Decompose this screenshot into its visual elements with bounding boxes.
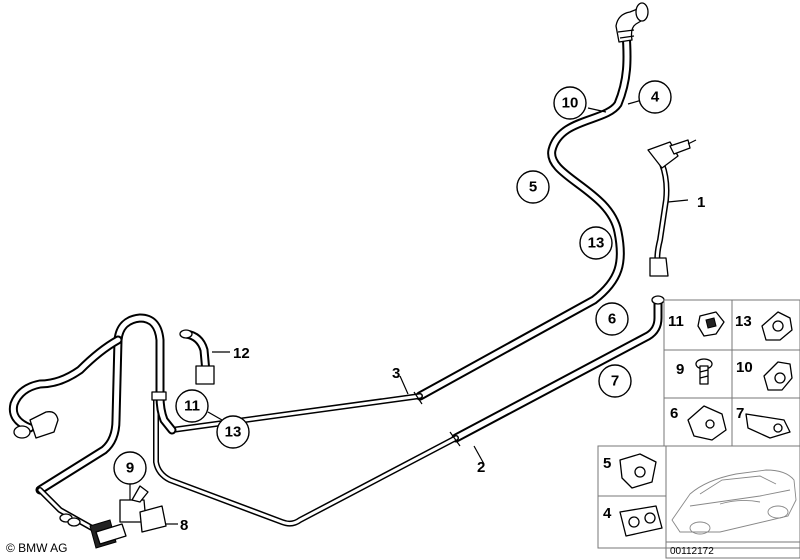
callout-10-text: 10: [562, 95, 579, 112]
small-parts-grid: 11 13 9 10 6 7: [597, 299, 800, 549]
callout-5-text: 5: [529, 179, 537, 196]
hose-upper-10-5-13-6: [415, 27, 632, 401]
label-8: 8: [180, 517, 188, 534]
callout-7-text: 7: [611, 373, 619, 390]
hose-far-left: [8, 335, 123, 439]
hose-7-tube-2: [153, 295, 665, 527]
label-1: 1: [697, 194, 705, 211]
callout-9: 9: [113, 451, 147, 485]
part-12-hose: [179, 329, 230, 385]
grid-label-13: 13: [735, 313, 752, 330]
callout-4-text: 4: [651, 89, 660, 106]
grid-label-6: 6: [670, 405, 678, 422]
callout-6-text: 6: [608, 311, 616, 328]
callout-10: 10: [553, 86, 587, 120]
callout-7: 7: [598, 364, 632, 398]
callout-13-upper: 13: [579, 226, 613, 260]
part-8-connector: [89, 485, 178, 549]
top-elbow-connector: [615, 2, 649, 43]
grid-part-10-clip: [763, 361, 793, 391]
grid-label-11: 11: [668, 313, 684, 330]
doc-id-frame: [665, 541, 800, 559]
label-2: 2: [477, 459, 485, 476]
callout-11: 11: [175, 389, 209, 423]
grid-part-11-clip: [697, 311, 725, 337]
grid-part-7-bracket: [745, 413, 791, 439]
part-9-clip: [59, 480, 131, 527]
callout-13-upper-text: 13: [588, 235, 605, 252]
callout-5: 5: [516, 170, 550, 204]
label-3: 3: [392, 365, 400, 382]
grid-label-5: 5: [603, 455, 611, 472]
callout-leaders: [207, 99, 643, 465]
part-1-line: [647, 139, 697, 277]
doc-id-text: 00112172: [670, 546, 714, 557]
callout-11-text: 11: [184, 398, 200, 415]
grid-part-5-clamp: [619, 453, 657, 489]
label-12: 12: [233, 345, 250, 362]
grid-label-9: 9: [676, 361, 684, 378]
callout-9-text: 9: [126, 460, 134, 477]
grid-part-9-screw: [695, 358, 713, 385]
callout-4: 4: [638, 80, 672, 114]
grid-part-6-clip: [687, 405, 727, 441]
grid-label-10: 10: [736, 359, 753, 376]
grid-label-4: 4: [603, 505, 612, 522]
copyright-text: © BMW AG: [6, 541, 68, 555]
callout-13-lower: 13: [216, 415, 250, 449]
grid-part-4-clamp: [619, 505, 663, 537]
car-locator-icon: [671, 469, 797, 535]
grid-part-13-clip: [761, 311, 793, 341]
tube-3: [169, 391, 423, 433]
callout-13-lower-text: 13: [225, 424, 242, 441]
grid-label-7: 7: [736, 405, 744, 422]
callout-6: 6: [595, 302, 629, 336]
loop-hose-left: [35, 313, 177, 531]
